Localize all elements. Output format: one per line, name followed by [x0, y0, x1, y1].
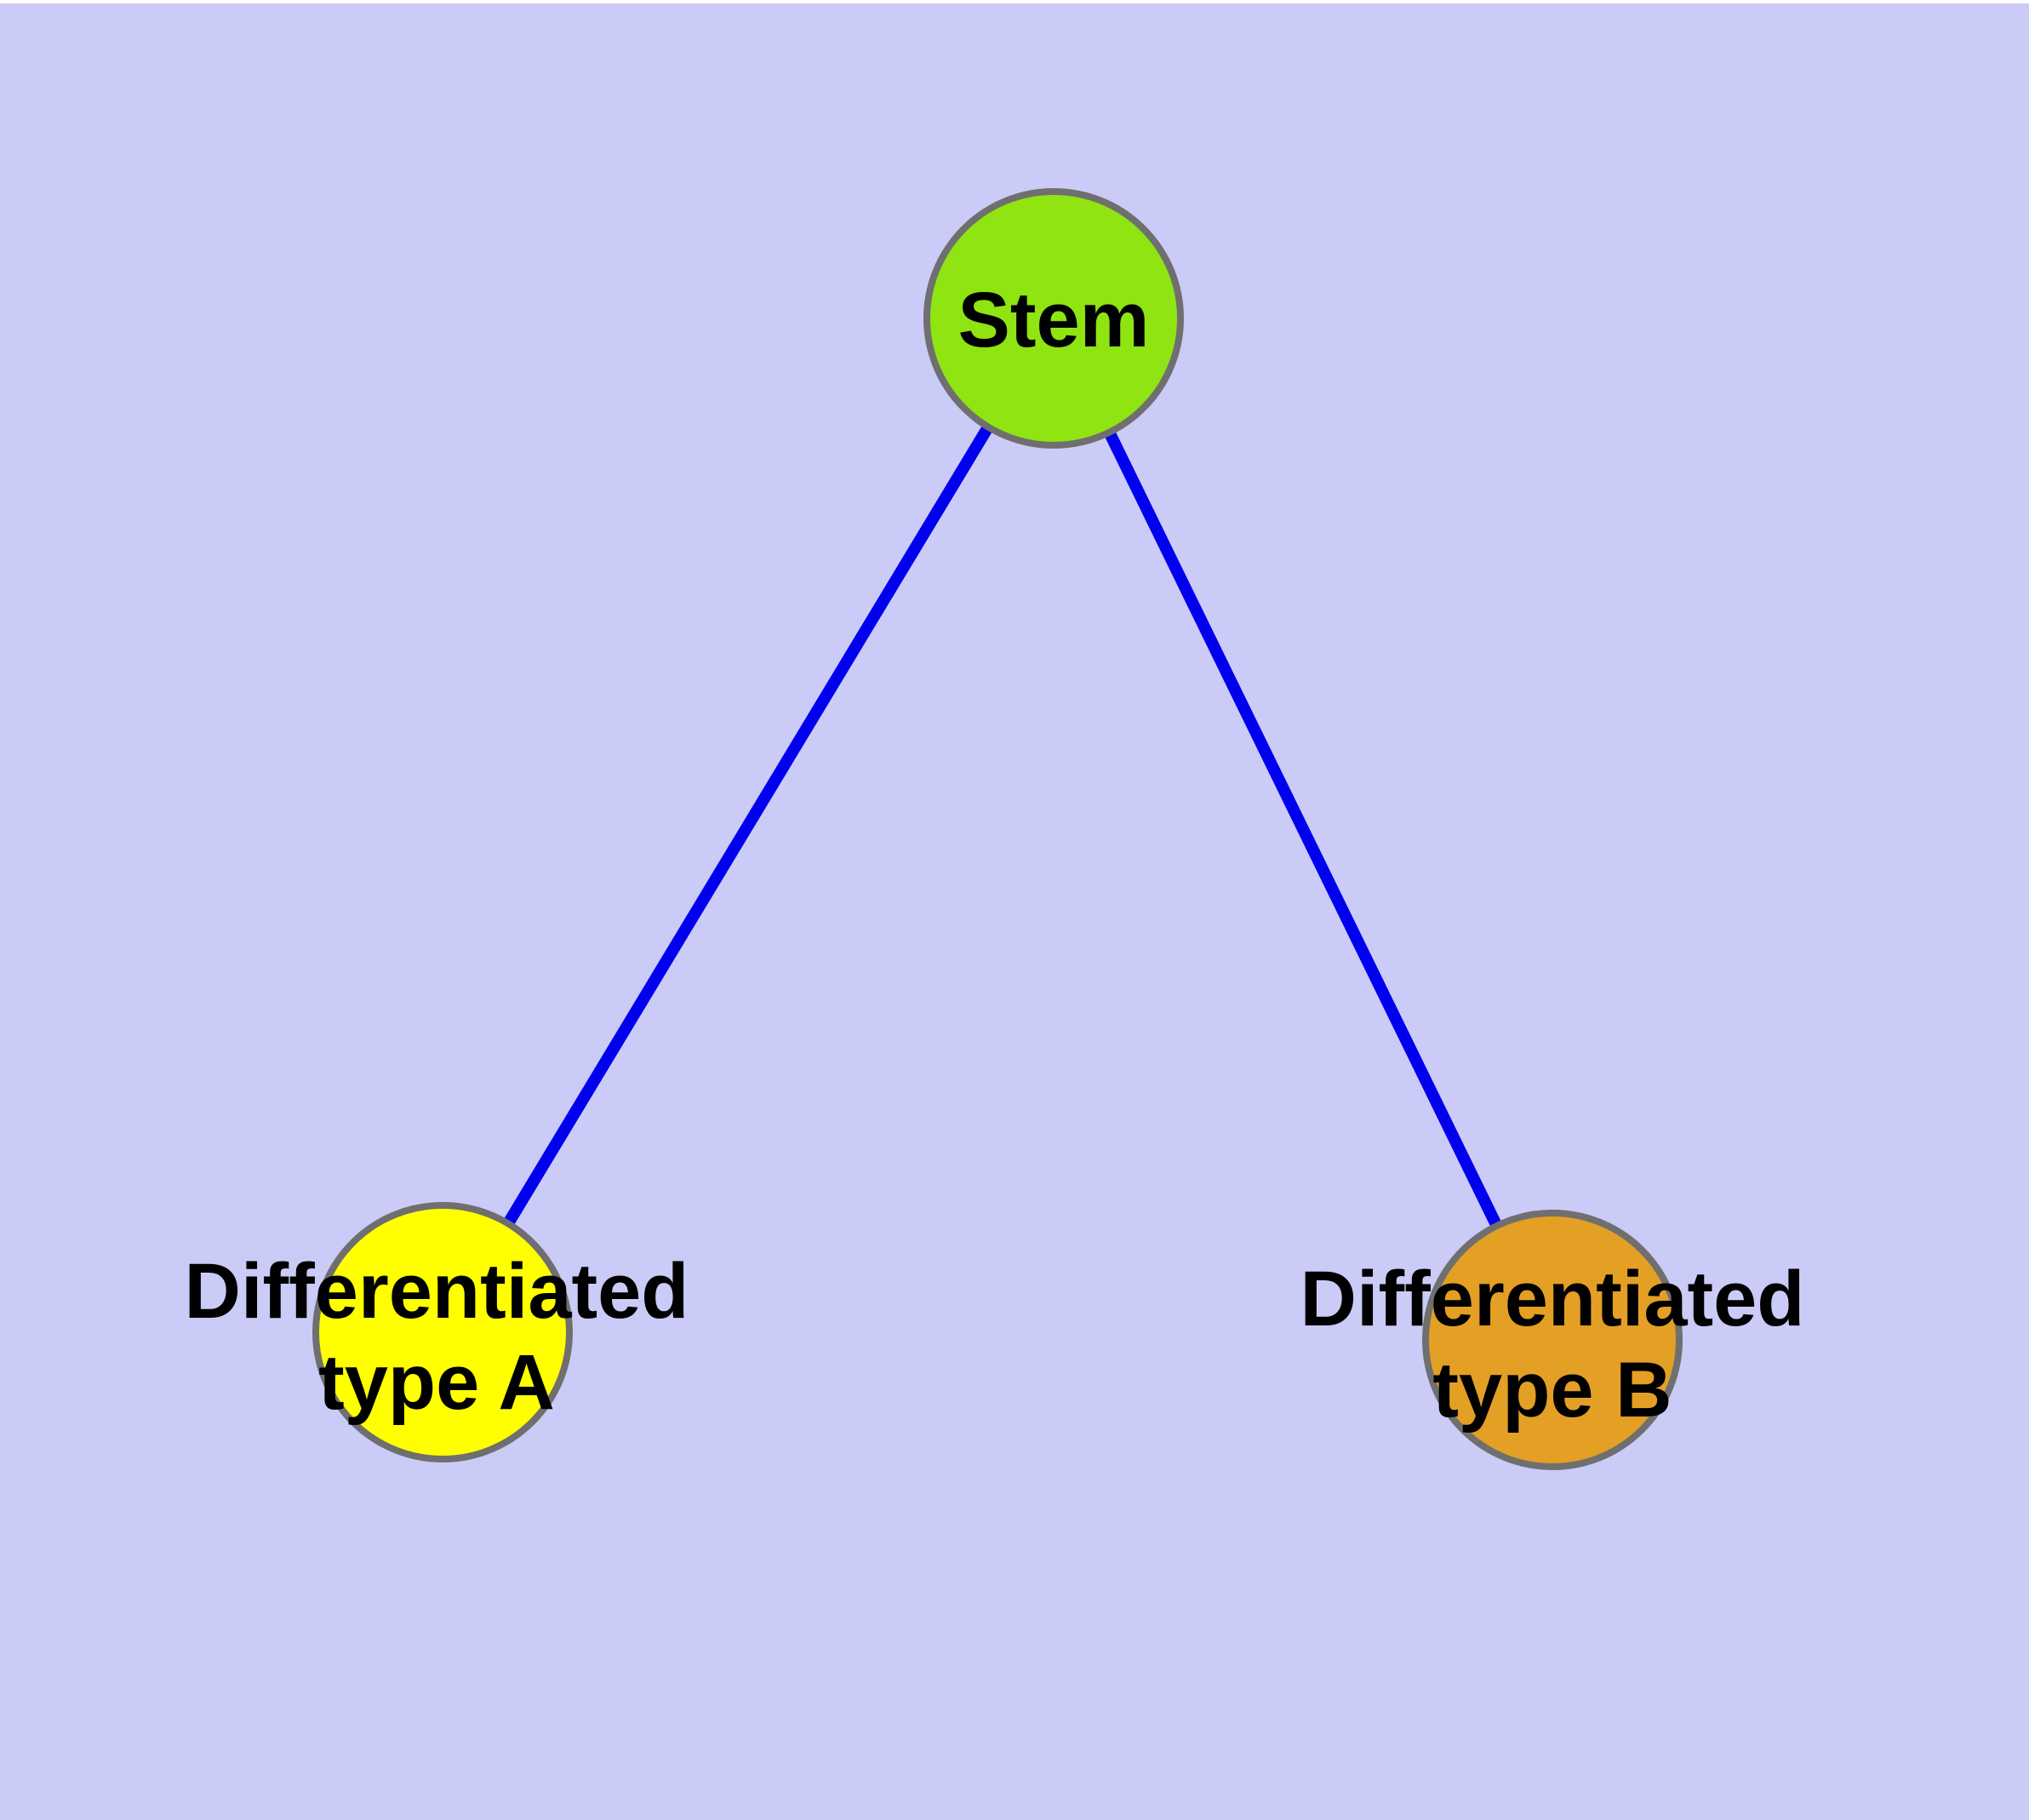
- node-differentiated-type-a: [312, 1202, 573, 1462]
- node-differentiated-type-b: [1422, 1210, 1683, 1470]
- node-stem-label: Stem: [958, 277, 1150, 363]
- edge-stem-to-type-b: [1048, 315, 1558, 1343]
- node-type-a-label-line2: type A: [318, 1339, 555, 1426]
- edge-stem-to-type-a: [437, 315, 1059, 1336]
- node-type-b-label-line1: Differentiated: [1300, 1256, 1805, 1342]
- node-stem: [923, 188, 1184, 449]
- node-type-a-label-line1: Differentiated: [185, 1248, 689, 1335]
- node-type-b-label-line2: type B: [1432, 1347, 1672, 1434]
